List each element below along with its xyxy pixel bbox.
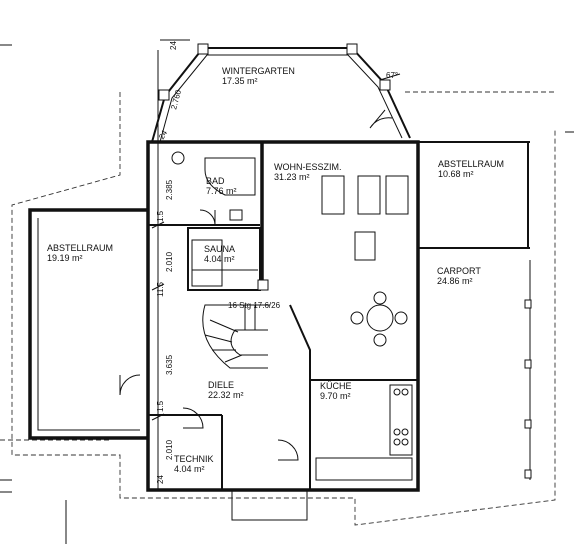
bath-fixtures: [171, 151, 256, 221]
dim-15-b: 1.5: [156, 400, 165, 412]
furniture: [321, 175, 409, 347]
dim-115: 11.5: [156, 281, 165, 297]
exterior-walls: [28, 140, 532, 492]
doors: [119, 209, 308, 521]
pillar-1: [197, 43, 209, 55]
outer-boundary: [0, 91, 556, 526]
margin-marks: [0, 44, 574, 544]
stair-note: 16 Stg 17.6/26: [228, 301, 281, 310]
pillar-3: [158, 89, 170, 101]
room-area-carport: 24.86 m²: [437, 276, 473, 286]
interior-walls: [148, 142, 418, 490]
room-name-diele: DIELE: [208, 380, 234, 390]
room-name-wohn-esszim: WOHN-ESSZIM.: [274, 162, 342, 172]
pillar-4: [379, 79, 391, 91]
sauna-bench: [191, 239, 258, 287]
room-area-kueche: 9.70 m²: [320, 391, 351, 401]
dim-24-top: 24: [169, 41, 178, 50]
room-name-kueche: KÜCHE: [320, 381, 352, 391]
dim-24-mid: 24: [157, 128, 170, 141]
room-area-wintergarten: 17.35 m²: [222, 76, 258, 86]
wintergarten-walls: [151, 43, 411, 143]
dimension-lines: [150, 39, 401, 491]
dim-3635: 3.635: [165, 354, 174, 375]
room-area-diele: 22.32 m²: [208, 390, 244, 400]
room-labels: WINTERGARTEN 17.35 m² BAD 7.76 m² WOHN-E…: [47, 66, 504, 474]
room-area-wohn-esszim: 31.23 m²: [274, 172, 310, 182]
dim-2385: 2.385: [165, 179, 174, 200]
dim-angle: 67°: [386, 71, 398, 80]
room-name-abstellraum-left: ABSTELLRAUM: [47, 243, 113, 253]
dim-2010-b: 2.010: [165, 439, 174, 460]
room-name-abstellraum-right: ABSTELLRAUM: [438, 159, 504, 169]
kitchen-counter: [315, 384, 413, 481]
room-name-sauna: SAUNA: [204, 244, 235, 254]
dim-2760: 2.760: [169, 88, 183, 110]
room-area-technik: 4.04 m²: [174, 464, 205, 474]
room-area-abstellraum-right: 10.68 m²: [438, 169, 474, 179]
staircase: [202, 304, 270, 369]
pillar-2: [346, 43, 358, 55]
room-name-bad: BAD: [206, 176, 225, 186]
room-area-abstellraum-left: 19.19 m²: [47, 253, 83, 263]
room-area-bad: 7.76 m²: [206, 186, 237, 196]
room-name-technik: TECHNIK: [174, 454, 214, 464]
room-area-sauna: 4.04 m²: [204, 254, 235, 264]
room-name-carport: CARPORT: [437, 266, 481, 276]
dim-2010-a: 2.010: [165, 251, 174, 272]
room-name-wintergarten: WINTERGARTEN: [222, 66, 295, 76]
dim-24-bottom: 24: [156, 475, 165, 484]
dim-15-a: 1.5: [156, 210, 165, 222]
